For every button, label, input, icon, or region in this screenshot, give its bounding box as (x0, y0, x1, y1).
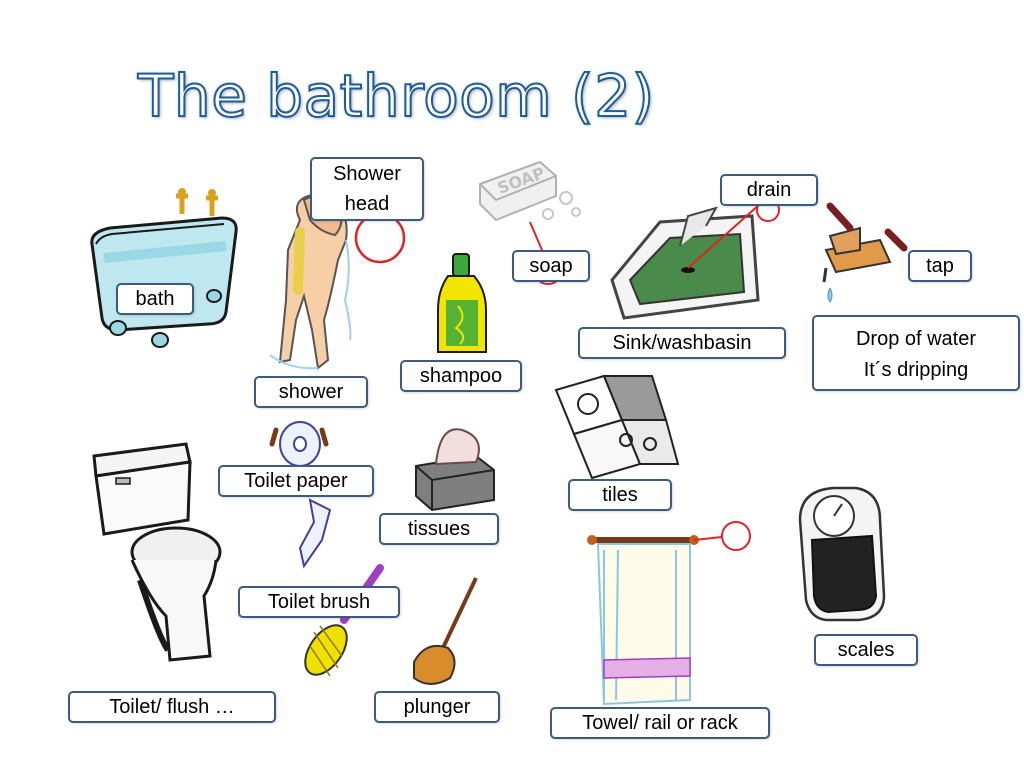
tiles-illustration[interactable] (554, 374, 680, 480)
label-bath: bath (116, 283, 194, 315)
label-shampoo: shampoo (400, 360, 522, 392)
label-tiles: tiles (568, 479, 672, 511)
plunger-illustration[interactable] (413, 577, 478, 685)
tissues-illustration[interactable] (415, 428, 495, 512)
label-soap: soap (512, 250, 590, 282)
label-drain: drain (720, 174, 818, 206)
label-drop-of-water: Drop of water It´s dripping (812, 315, 1020, 391)
shower-head-label-text: Shower head (333, 163, 401, 215)
bath-illustration[interactable] (90, 188, 238, 348)
drop-of-water-label-text: Drop of water It´s dripping (855, 328, 977, 381)
towel-illustration[interactable] (587, 521, 751, 706)
toilet-illustration[interactable] (92, 442, 222, 662)
label-scales: scales (814, 634, 918, 666)
label-shower-head: Shower head (310, 157, 424, 221)
label-toilet-paper: Toilet paper (218, 465, 374, 497)
scales-illustration[interactable] (798, 486, 886, 622)
label-sink: Sink/washbasin (578, 327, 786, 359)
tap-illustration[interactable] (822, 202, 908, 303)
label-toilet-brush: Toilet brush (238, 586, 400, 618)
shampoo-illustration[interactable] (437, 253, 487, 353)
sink-illustration[interactable] (610, 198, 780, 320)
label-toilet: Toilet/ flush … (68, 691, 276, 723)
page-title: The bathroom (2) (137, 61, 655, 131)
toilet-paper-illustration[interactable] (269, 421, 332, 569)
label-tap: tap (908, 250, 972, 282)
label-tissues: tissues (379, 513, 499, 545)
label-shower: shower (254, 376, 368, 408)
label-plunger: plunger (374, 691, 500, 723)
label-towel: Towel/ rail or rack (550, 707, 770, 739)
